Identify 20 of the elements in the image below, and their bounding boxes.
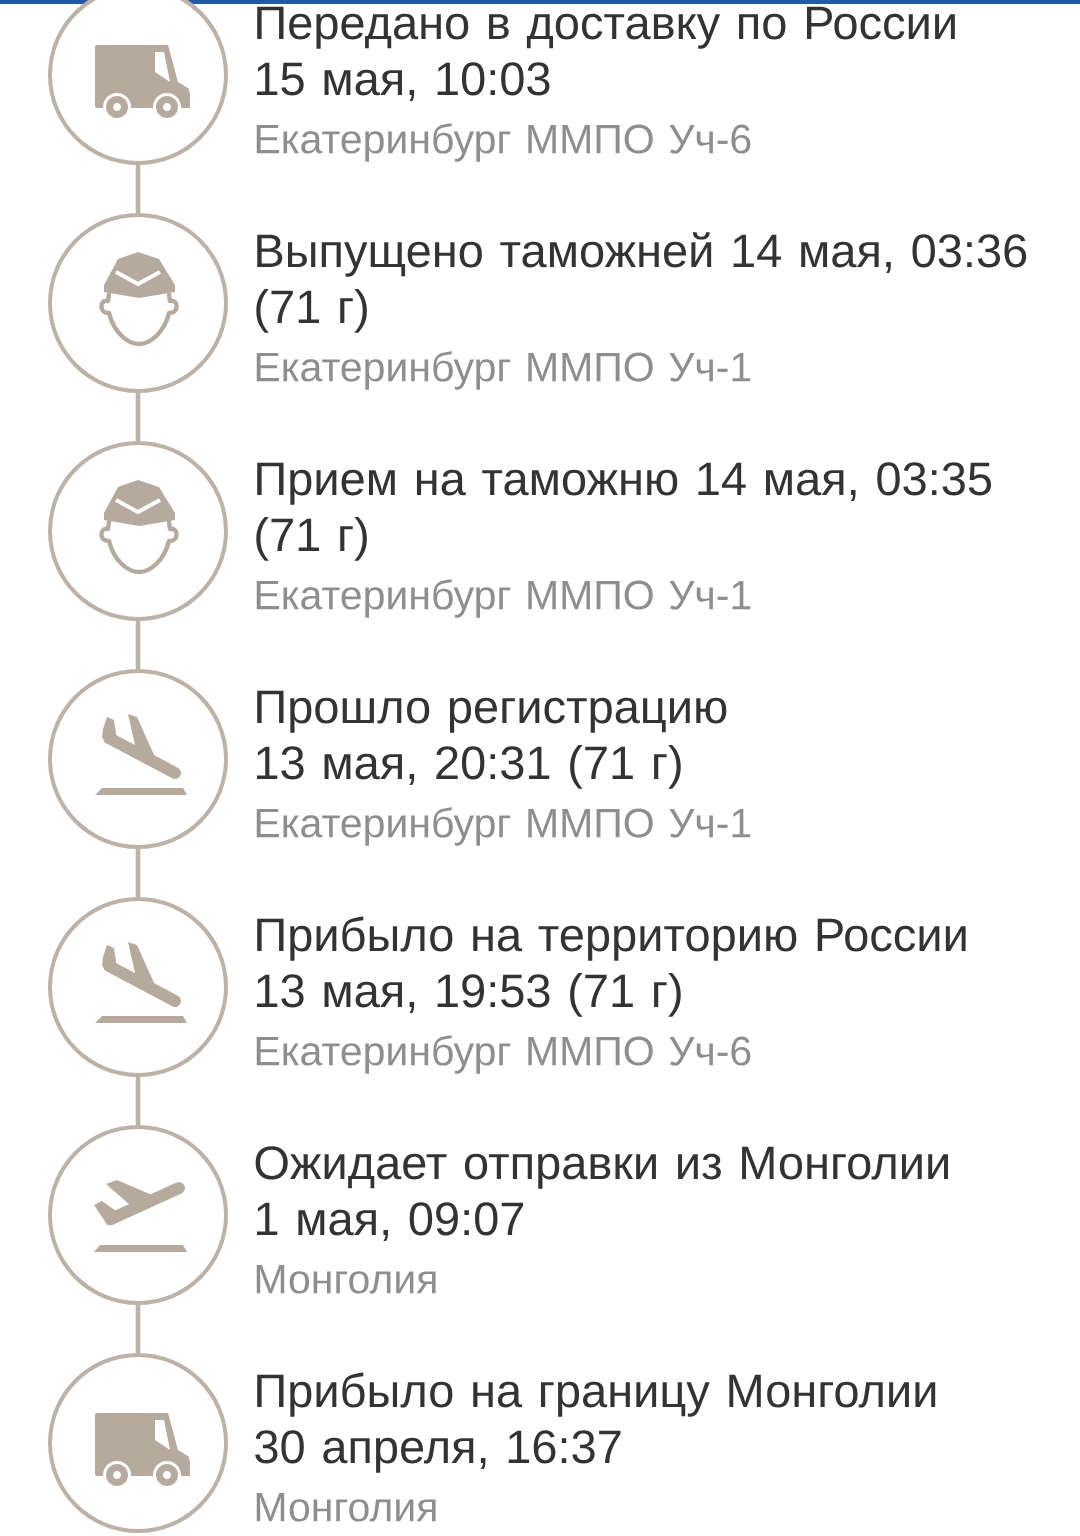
status-text: Выпущено таможней 14 мая, 03:36 (71 г) (256, 232, 1027, 333)
status-text: Передано в доставку по России 15 мая, 10:03 (257, 6, 955, 102)
status-text: Прибыло на территорию России 13 мая, 19:53 (71 г) (257, 916, 966, 1017)
status-text: Прибыло на границу Монголии 30 апреля, 16:37 (255, 1372, 936, 1473)
location-text: Монголия (256, 1265, 436, 1294)
location-text: Екатеринбург ММПО Уч-1 (256, 351, 751, 390)
status-text: Прием на таможню 14 мая, 03:35 (71 г) (256, 462, 992, 561)
connector-line (135, 393, 141, 441)
location-text: Екатеринбург ММПО Уч-1 (256, 579, 751, 618)
connector-line (135, 1305, 141, 1353)
connector-line (135, 1077, 141, 1125)
connector-line (135, 621, 141, 669)
location-text: Монголия (256, 1493, 436, 1522)
status-text: Прошло регистрацию 13 мая, 20:31 (71 г) (257, 690, 727, 789)
connector-line (135, 849, 141, 897)
location-text: Екатеринбург ММПО Уч-6 (256, 123, 751, 162)
connector-line (135, 165, 141, 213)
status-text: Ожидает отправки из Монголии 1 мая, 09:07 (255, 1146, 948, 1242)
location-text: Екатеринбург ММПО Уч-6 (256, 1035, 751, 1074)
location-text: Екатеринбург ММПО Уч-1 (256, 807, 751, 846)
